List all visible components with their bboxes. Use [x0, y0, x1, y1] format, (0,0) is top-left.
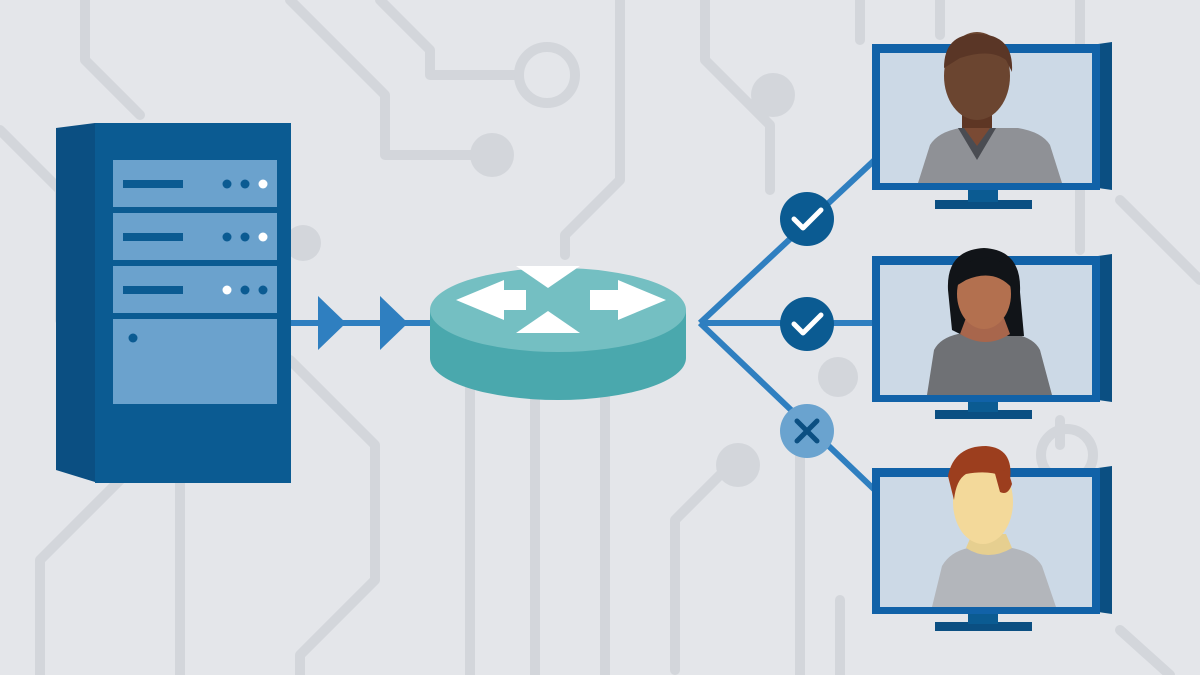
flow-arrow-icon [318, 296, 346, 350]
server-unit-3 [113, 266, 277, 313]
server-unit-2 [113, 213, 277, 260]
circuit-nodes [285, 42, 1098, 487]
person-avatar-3 [932, 446, 1056, 607]
server-tower [56, 123, 291, 483]
four-way-arrows-icon [456, 266, 666, 333]
check-icon [791, 207, 824, 231]
access-badge-3 [780, 404, 834, 458]
access-badge-1 [780, 192, 834, 246]
client-monitor-3 [872, 446, 1112, 631]
link-to-client-3 [697, 320, 883, 498]
person-avatar-2 [927, 248, 1052, 395]
client-monitor-1 [872, 32, 1112, 209]
flow-arrow-icon [380, 296, 408, 350]
check-icon [791, 312, 824, 336]
access-badge-2 [780, 297, 834, 351]
x-icon [794, 418, 820, 444]
server-unit-1 [113, 160, 277, 207]
router [430, 266, 686, 400]
flow-arrows [318, 296, 408, 350]
server-unit-4 [113, 319, 277, 404]
client-monitor-2 [872, 248, 1112, 419]
person-avatar-1 [918, 32, 1062, 183]
